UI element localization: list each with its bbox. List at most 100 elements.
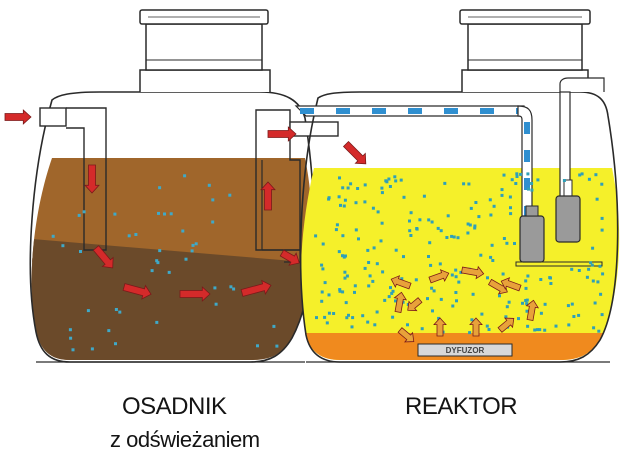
flow-arrow (92, 245, 114, 269)
bubble (334, 228, 338, 232)
bubble (450, 234, 454, 238)
bubble (373, 323, 377, 327)
bubble (508, 195, 512, 199)
bubble (430, 286, 434, 290)
bubble (474, 201, 478, 204)
bubble (390, 291, 394, 295)
bubble (577, 269, 581, 272)
bubble (344, 254, 347, 258)
flow-arrows (4, 109, 367, 302)
bubble (486, 276, 489, 280)
bubble (341, 290, 345, 294)
bubble (570, 267, 574, 271)
bubble (524, 279, 528, 283)
osadnik-body-outline (29, 91, 315, 363)
bubble (345, 316, 349, 320)
bubble (325, 321, 329, 325)
bubble (468, 331, 472, 335)
bubble (530, 188, 534, 192)
bubble (437, 316, 441, 320)
bubble (320, 263, 324, 267)
bubble (514, 182, 518, 185)
bubble (455, 299, 458, 303)
bubble (82, 210, 86, 214)
bubble (521, 301, 524, 305)
bubble (181, 229, 185, 233)
bubble (527, 187, 530, 191)
reaktor-riser (467, 23, 583, 71)
reaktor-bubbles (314, 172, 605, 335)
bubble (90, 347, 94, 351)
bubble (539, 311, 543, 315)
bubble (155, 259, 159, 263)
bubble (510, 178, 514, 182)
aeration-arrow (497, 317, 515, 333)
bubble (381, 270, 385, 274)
bubble (454, 291, 458, 294)
bubble (341, 186, 345, 190)
bubble (158, 249, 162, 253)
outlet-baffle (255, 109, 301, 251)
bubble (363, 183, 367, 187)
bubble (343, 276, 347, 280)
bubble (501, 272, 505, 276)
bubble (594, 173, 598, 177)
bubble (351, 316, 355, 320)
bubble (367, 261, 371, 264)
bubble (580, 172, 584, 176)
reaktor-liquid (300, 168, 620, 360)
bubble (430, 220, 434, 224)
bubble (194, 242, 198, 246)
bubble (211, 198, 215, 202)
bubble (114, 342, 117, 346)
bubble (450, 273, 454, 277)
bubble (473, 226, 477, 230)
bubble (549, 282, 553, 285)
bubble (490, 243, 494, 247)
bubble (598, 264, 602, 268)
diffuser (417, 343, 513, 357)
bubble (339, 203, 342, 207)
aeration-arrow (407, 297, 423, 312)
bubble (228, 193, 232, 197)
bubble (572, 315, 576, 318)
bubble (375, 262, 379, 266)
bubble (457, 280, 461, 284)
bubble (600, 182, 604, 186)
osadnik-label: OSADNIK (122, 393, 227, 420)
reaktor-tank: DYFUZOR (294, 9, 620, 363)
flow-arrow (260, 181, 276, 211)
bubble (375, 310, 379, 314)
bubble (459, 270, 463, 274)
bubble (342, 204, 346, 208)
bubble (127, 234, 131, 238)
bubble (323, 281, 327, 285)
bubble (470, 318, 474, 322)
bubble (524, 286, 528, 290)
bubble (593, 301, 597, 305)
bubble (320, 290, 324, 294)
bubble (376, 210, 380, 214)
bubble (344, 301, 348, 305)
bubble (601, 272, 605, 276)
bubble (393, 175, 397, 179)
bubble (211, 220, 215, 224)
bubble (498, 294, 501, 298)
bubble (379, 239, 383, 243)
bubble (526, 324, 530, 328)
bubble (445, 236, 449, 239)
bubble (600, 228, 604, 232)
bubble (368, 274, 372, 278)
bubble (323, 315, 327, 319)
bubble (327, 196, 331, 200)
bubble (229, 285, 233, 289)
bubble (509, 212, 513, 216)
bubble (167, 270, 171, 274)
bubble (600, 216, 604, 220)
bubble (86, 309, 90, 313)
bubble (525, 298, 529, 302)
bubble (156, 261, 160, 265)
outlet-pump (555, 195, 581, 243)
bubble (479, 253, 483, 257)
